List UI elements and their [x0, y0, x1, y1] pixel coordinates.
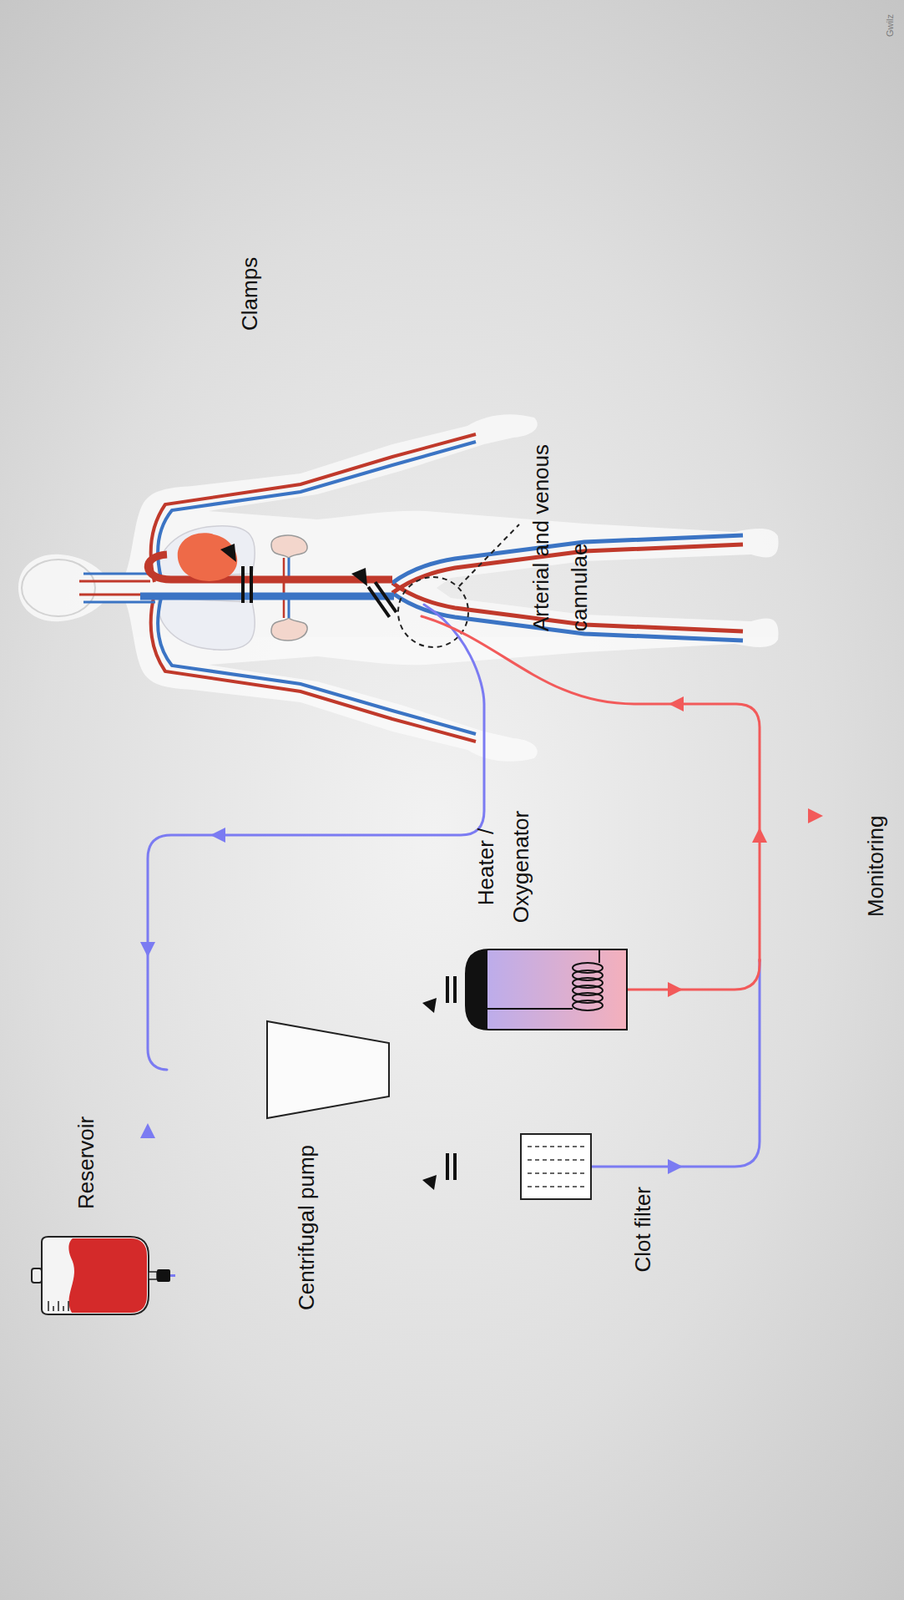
coil-lead [487, 1007, 573, 1010]
clamp-bar [249, 565, 253, 603]
clamp-bar [373, 580, 399, 613]
clamp-marker [351, 567, 368, 586]
filter-mesh [527, 1158, 585, 1161]
leader-line [459, 524, 520, 586]
node-label: Reservoir [73, 1116, 100, 1209]
annotation-label: Clamps [237, 257, 263, 331]
node-shape [520, 1132, 592, 1200]
venous-return-line [147, 604, 485, 1070]
coil-turn [572, 962, 603, 973]
flow-arrow [140, 1122, 156, 1138]
annotation-label: Monitoring [863, 815, 889, 917]
heater-box: Heater / Oxygenator [464, 948, 628, 1031]
graduation [52, 1305, 55, 1311]
flow-arrow [140, 941, 156, 957]
annotation-label: Arterial and venous cannulae [522, 443, 599, 632]
flow-arrows [140, 696, 824, 1174]
arterial-line [421, 616, 760, 961]
flow-arrow [667, 1158, 683, 1174]
bag-hanger [31, 1267, 42, 1283]
graduation [47, 1300, 50, 1311]
graduation [62, 1305, 65, 1311]
flow-arrow [668, 696, 684, 712]
body-half [18, 585, 779, 762]
circuit-clamps [422, 975, 457, 1190]
tubing [147, 604, 760, 1167]
filter-mesh [527, 1145, 585, 1147]
flow-arrow [752, 827, 768, 843]
node-shape [31, 1234, 176, 1316]
body-clamps [220, 543, 398, 618]
skull [21, 559, 96, 617]
flow-arrow [210, 827, 226, 843]
node-label: Centrifugal pump [293, 1144, 320, 1310]
bag-neck [148, 1271, 157, 1279]
vessels [79, 434, 743, 595]
body-silhouette [18, 414, 779, 762]
graduation [67, 1300, 70, 1311]
heart [177, 532, 238, 581]
heater-cap [465, 949, 488, 1030]
bag-body [41, 1236, 149, 1314]
flow-arrow [667, 981, 683, 997]
reservoir-bag: Reservoir [31, 1234, 176, 1316]
filter-mesh [527, 1185, 585, 1187]
clamp-marker [422, 1174, 437, 1190]
vessels [79, 580, 743, 742]
clamp-bar [453, 975, 457, 1003]
oxygenated-line [627, 959, 760, 990]
clamp-bar [453, 1152, 457, 1180]
filter-box: Clot filter [520, 1132, 592, 1200]
filter-mesh [527, 1171, 585, 1174]
clamp-bar [445, 1152, 450, 1180]
filter-housing [520, 1133, 591, 1199]
heater-body [465, 949, 627, 1030]
coil-lead [598, 949, 601, 963]
node-shape [464, 948, 628, 1031]
clamp-marker [220, 543, 237, 562]
clamp-bar [445, 975, 450, 1003]
graduation [57, 1300, 60, 1311]
clamp [367, 580, 399, 618]
bag-fluid [68, 1237, 147, 1313]
monitoring-arrow [808, 808, 824, 824]
node-shape [265, 1019, 391, 1120]
clamp-bar [241, 565, 245, 603]
body-half [18, 414, 779, 590]
tube [170, 1273, 176, 1277]
pump-box: Centrifugal pump [265, 1019, 391, 1120]
node-label: Heater / Oxygenator [469, 799, 539, 934]
vena-cava [140, 592, 394, 601]
pump-housing [267, 1020, 389, 1118]
watermark: Gwilz [884, 14, 896, 37]
bag-nozzle [156, 1268, 171, 1282]
clamp-marker [422, 997, 437, 1013]
node-label: Clot filter [630, 1186, 657, 1273]
